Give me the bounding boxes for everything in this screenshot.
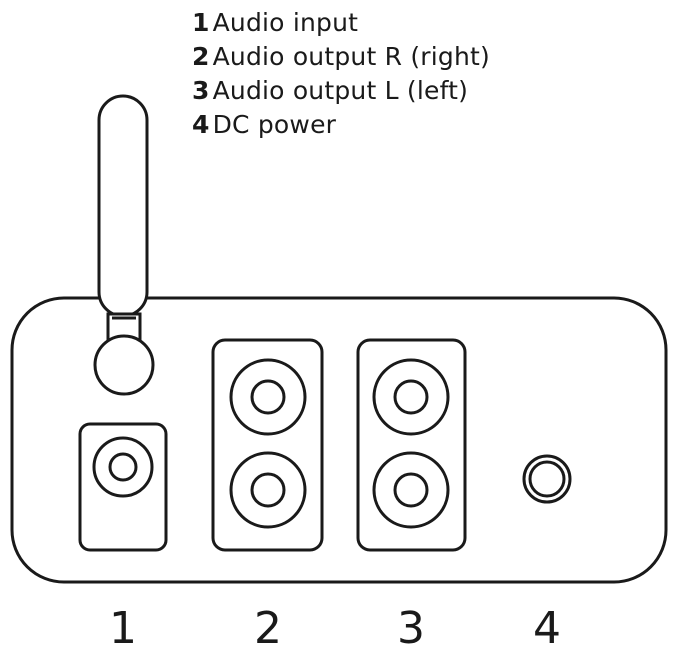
legend-text: DC power — [212, 110, 337, 139]
legend-text: Audio output R (right) — [212, 42, 490, 71]
antenna-base — [93, 334, 155, 396]
audio-output-right-port — [211, 338, 324, 552]
port-label-2: 2 — [254, 603, 282, 654]
audio-input-port — [78, 422, 168, 552]
legend-number: 1 — [192, 8, 210, 37]
port-label-4: 4 — [533, 603, 561, 654]
legend-number: 2 — [192, 42, 210, 71]
audio-output-left-port — [356, 338, 467, 552]
legend-number: 4 — [192, 110, 210, 139]
legend-number: 3 — [192, 76, 210, 105]
port-label-3: 3 — [397, 603, 425, 654]
device-rear-panel-diagram — [10, 94, 668, 584]
port-label-1: 1 — [109, 603, 137, 654]
device-body — [10, 296, 668, 584]
dc-power-port — [522, 454, 572, 504]
antenna-icon — [93, 94, 155, 396]
legend-text: Audio output L (left) — [212, 76, 469, 105]
antenna-rod — [97, 94, 149, 318]
legend-text: Audio input — [212, 8, 359, 37]
